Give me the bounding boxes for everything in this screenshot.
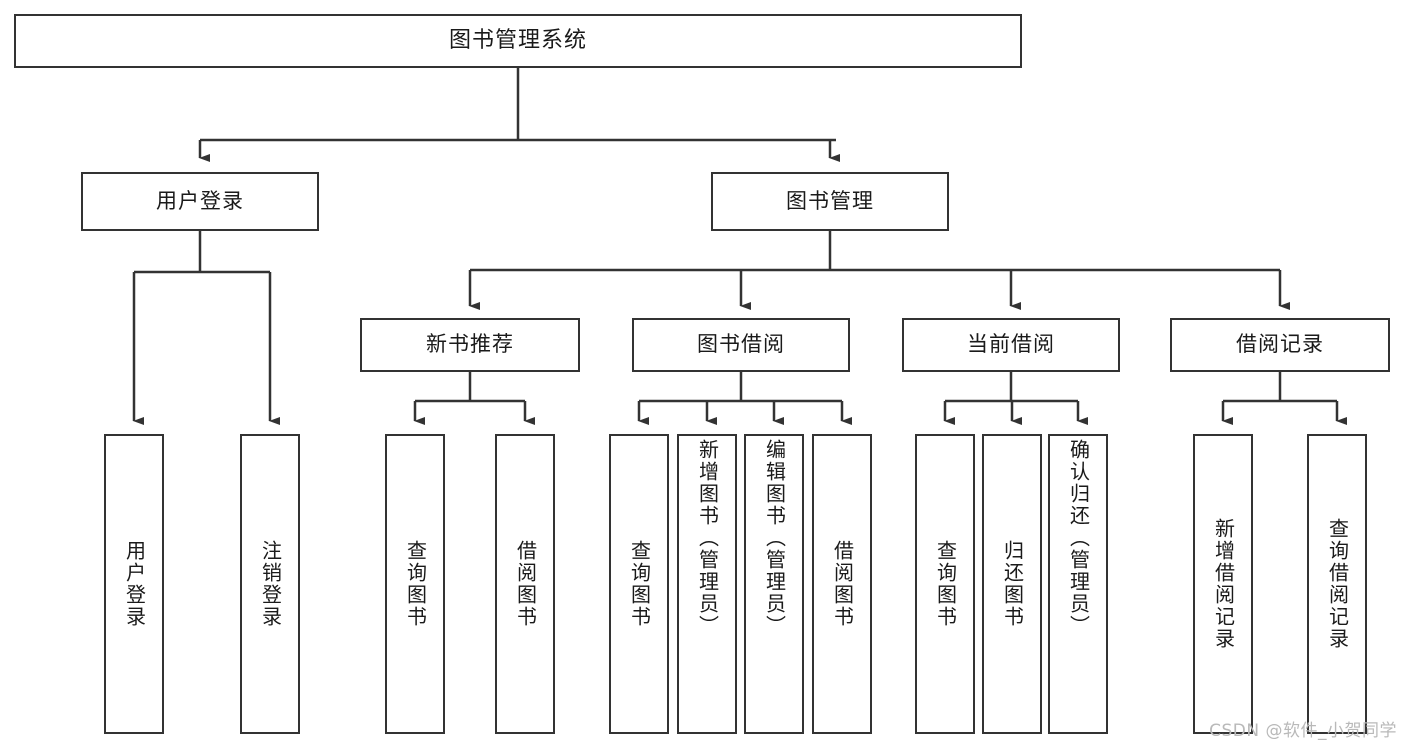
node-leaf-confirm-return[interactable]: 确认归还（管理员） [1048, 434, 1108, 734]
leaf-inner: 用户登录 [106, 436, 162, 732]
node-new-book-rec[interactable]: 新书推荐 [360, 318, 580, 372]
node-current-borrow[interactable]: 当前借阅 [902, 318, 1120, 372]
node-leaf-add-book[interactable]: 新增图书（管理员） [677, 434, 737, 734]
node-leaf-borrow-book-1[interactable]: 借阅图书 [495, 434, 555, 734]
leaf-inner: 查询图书 [387, 436, 443, 732]
node-book-borrow-label: 图书借阅 [697, 332, 785, 357]
node-leaf-borrow-book-1-label: 借阅图书 [513, 540, 538, 628]
node-root-system[interactable]: 图书管理系统 [14, 14, 1022, 68]
node-book-manage-label: 图书管理 [786, 188, 874, 213]
node-leaf-query-book-3-label: 查询图书 [933, 540, 958, 628]
leaf-inner: 借阅图书 [497, 436, 553, 732]
node-leaf-add-record[interactable]: 新增借阅记录 [1193, 434, 1253, 734]
node-leaf-user-login[interactable]: 用户登录 [104, 434, 164, 734]
node-leaf-query-record[interactable]: 查询借阅记录 [1307, 434, 1367, 734]
node-book-manage[interactable]: 图书管理 [711, 172, 949, 231]
node-current-borrow-label: 当前借阅 [967, 332, 1055, 357]
node-leaf-borrow-book-2-label: 借阅图书 [830, 540, 855, 628]
leaf-inner: 新增借阅记录 [1195, 436, 1251, 732]
node-leaf-user-login-label: 用户登录 [122, 540, 147, 628]
node-leaf-logout[interactable]: 注销登录 [240, 434, 300, 734]
leaf-inner: 确认归还（管理员） [1050, 436, 1106, 732]
node-borrow-record-label: 借阅记录 [1236, 332, 1324, 357]
node-leaf-query-book-1-label: 查询图书 [403, 540, 428, 628]
node-root-label: 图书管理系统 [448, 27, 587, 53]
node-leaf-query-book-2[interactable]: 查询图书 [609, 434, 669, 734]
node-leaf-return-book-label: 归还图书 [1000, 540, 1025, 628]
node-leaf-confirm-return-label: 确认归还（管理员） [1066, 439, 1091, 637]
leaf-inner: 注销登录 [242, 436, 298, 732]
node-new-book-rec-label: 新书推荐 [426, 332, 514, 357]
node-borrow-record[interactable]: 借阅记录 [1170, 318, 1390, 372]
node-leaf-query-book-1[interactable]: 查询图书 [385, 434, 445, 734]
node-user-login[interactable]: 用户登录 [81, 172, 319, 231]
leaf-inner: 查询借阅记录 [1309, 436, 1365, 732]
leaf-inner: 借阅图书 [814, 436, 870, 732]
leaf-inner: 编辑图书（管理员） [746, 436, 802, 732]
node-leaf-edit-book-label: 编辑图书（管理员） [762, 439, 787, 637]
leaf-inner: 查询图书 [611, 436, 667, 732]
node-user-login-label: 用户登录 [156, 188, 244, 213]
node-leaf-query-book-3[interactable]: 查询图书 [915, 434, 975, 734]
node-book-borrow[interactable]: 图书借阅 [632, 318, 850, 372]
leaf-inner: 查询图书 [917, 436, 973, 732]
leaf-inner: 新增图书（管理员） [679, 436, 735, 732]
node-leaf-add-book-label: 新增图书（管理员） [695, 439, 720, 637]
watermark-text: CSDN @软件_小贺同学 [1209, 721, 1397, 741]
node-leaf-return-book[interactable]: 归还图书 [982, 434, 1042, 734]
leaf-inner: 归还图书 [984, 436, 1040, 732]
node-leaf-logout-label: 注销登录 [258, 540, 283, 628]
node-leaf-add-record-label: 新增借阅记录 [1211, 518, 1236, 650]
node-leaf-query-book-2-label: 查询图书 [627, 540, 652, 628]
node-leaf-edit-book[interactable]: 编辑图书（管理员） [744, 434, 804, 734]
node-leaf-borrow-book-2[interactable]: 借阅图书 [812, 434, 872, 734]
node-leaf-query-record-label: 查询借阅记录 [1325, 518, 1350, 650]
